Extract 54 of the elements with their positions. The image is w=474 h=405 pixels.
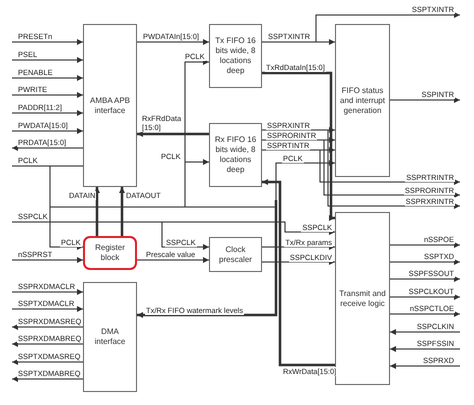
signal-arrow [262,72,335,221]
signal-arrow [12,341,84,347]
block-title: FIFO status and interrupt generation [339,86,386,116]
signal-arrow [184,159,210,208]
signal-arrow [262,259,336,265]
signal-arrow [136,257,210,263]
signal-arrow [390,259,460,265]
block-title: Register block [94,243,126,263]
signal-arrow [390,329,460,335]
signal-arrow [94,187,100,236]
signal-arrow [12,306,84,312]
signal-arrow [12,376,84,382]
signal-arrow [12,75,84,81]
signal-arrow [136,39,210,45]
signal-arrow [12,110,84,116]
block-title: Tx FIFO 16 bits wide, 8 locations deep [214,36,257,76]
block [335,212,390,385]
signal-arrow [390,346,460,352]
block [83,24,137,187]
signal-arrow [184,59,210,162]
signal-arrow [390,276,460,282]
block [209,237,262,272]
block-title: Rx FIFO 16 bits wide, 8 locations deep [214,135,258,175]
block [335,24,390,177]
block [83,236,137,270]
signal-arrow [137,131,209,137]
signal-arrow [119,187,125,236]
block [209,24,262,88]
block [209,123,262,187]
signal-arrow [262,244,336,250]
signal-arrow [12,324,84,330]
signal-arrow [390,311,460,317]
signal-arrow [50,166,84,250]
signal-arrow [262,179,335,366]
signal-arrow [50,160,336,208]
signal-arrow [12,57,84,63]
block-title: Transmit and receive logic [338,288,387,308]
signal-arrow [12,145,84,151]
signal-arrow [12,128,84,134]
signal-arrow [137,200,278,318]
signal-arrow [390,363,460,369]
block-title: AMBA APB interface [88,96,132,116]
signal-arrow [162,222,210,250]
signal-arrow [390,294,460,300]
signal-arrow [390,242,460,248]
block-title: DMA interface [94,327,126,347]
block [83,282,137,392]
signal-arrow [12,257,84,263]
signal-arrow [12,289,84,295]
block-title: Clock prescaler [218,244,253,264]
signal-arrow [390,97,460,103]
signal-arrow [12,92,84,98]
signal-arrow [12,39,84,45]
signal-arrow [12,359,84,365]
